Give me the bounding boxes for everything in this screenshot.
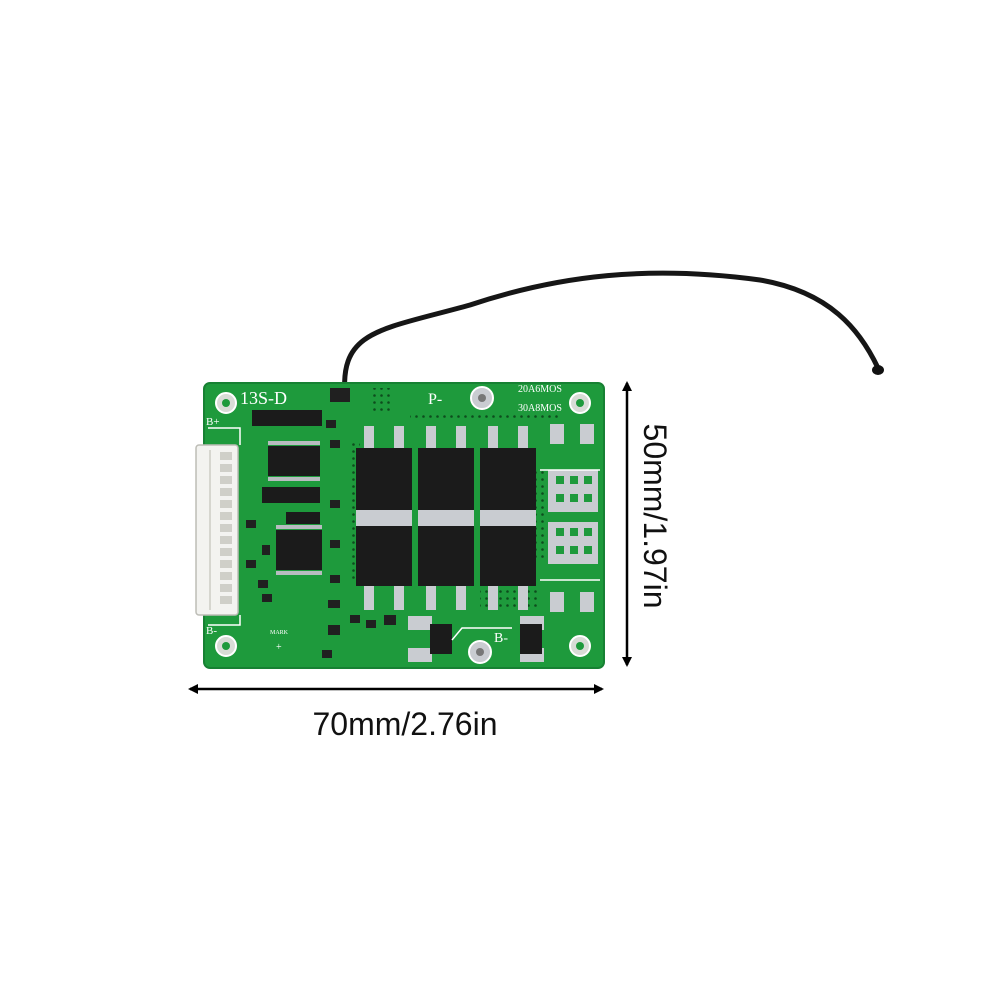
b-minus-bottom-label: B- — [494, 631, 508, 646]
mosfet — [418, 426, 474, 518]
mos-20a-label: 20A6MOS — [518, 384, 562, 395]
sensor-wire — [342, 270, 881, 398]
mounting-holes — [215, 386, 591, 664]
mosfet — [480, 426, 536, 518]
smd-components — [246, 388, 396, 658]
mosfet — [480, 518, 536, 610]
pcb-board: 13S-D P- B+ B- B- 20A6MOS 30A8MOS MARK + — [195, 382, 605, 669]
sense-resistor — [430, 624, 542, 654]
height-dimension-label: 50mm/1.97in — [637, 424, 673, 609]
mosfet — [356, 518, 412, 610]
mosfet — [356, 426, 412, 518]
p-minus-label: P- — [428, 391, 442, 408]
width-dimension-label: 70mm/2.76in — [313, 706, 498, 742]
mosfet — [418, 518, 474, 610]
silkscreen-lines — [208, 427, 600, 641]
control-ic — [252, 410, 322, 575]
thermistor-tip — [872, 365, 884, 375]
mos-30a-label: 30A8MOS — [518, 403, 562, 414]
mosfet-array — [356, 426, 536, 610]
b-plus-label: B+ — [206, 416, 220, 428]
board-model-label: 13S-D — [240, 388, 287, 408]
balance-connector — [195, 444, 239, 616]
plus-label: + — [276, 642, 282, 653]
mark-label: MARK — [270, 630, 289, 636]
b-minus-left-label: B- — [206, 625, 217, 637]
